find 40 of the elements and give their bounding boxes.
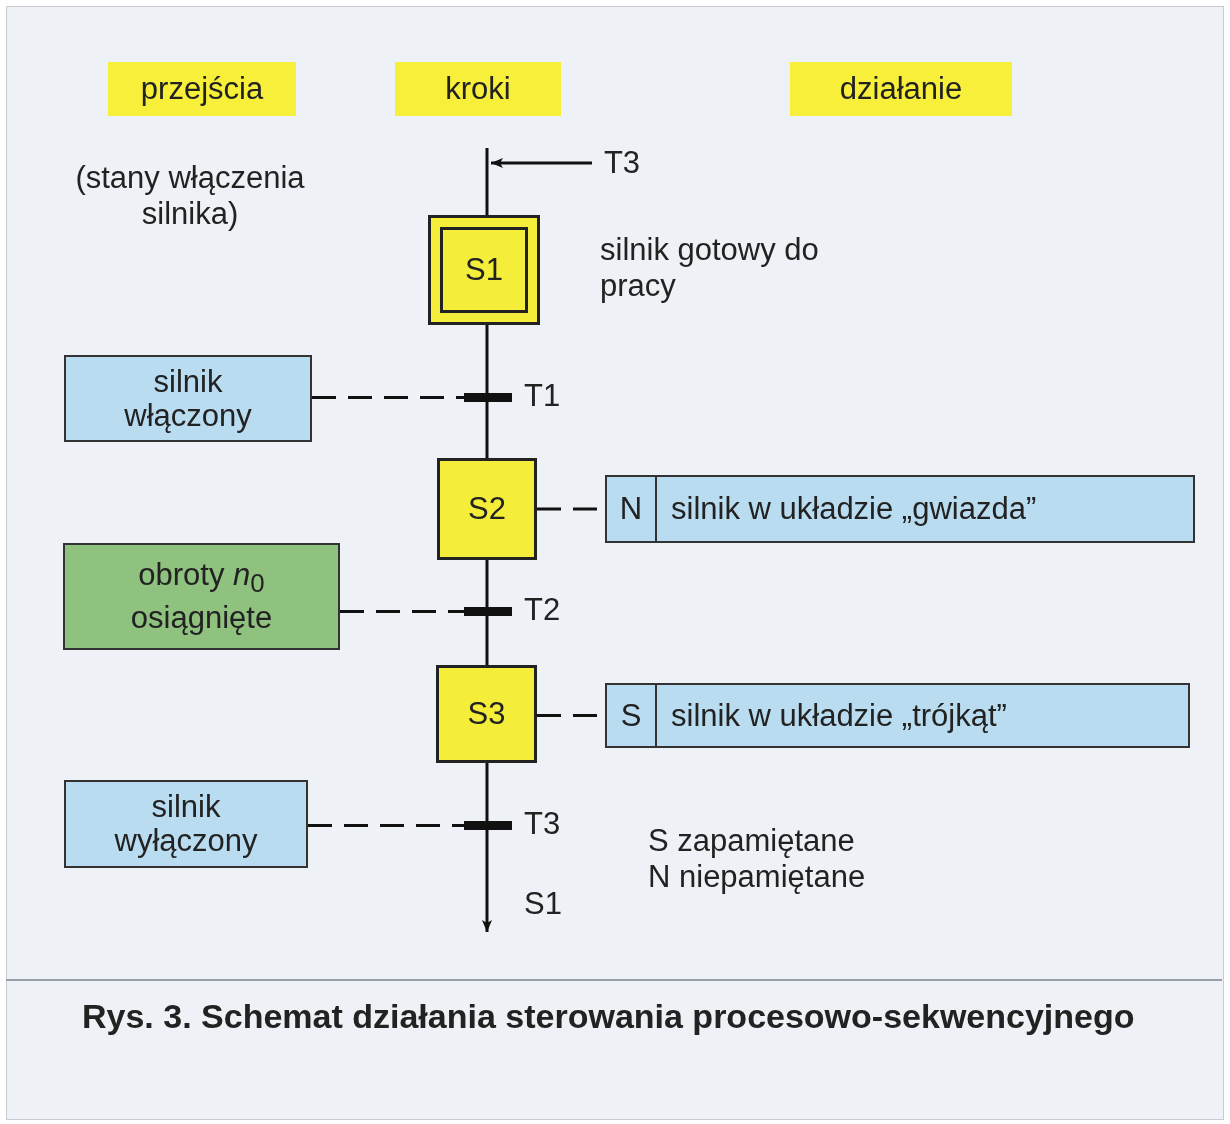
- step-box: S3: [436, 665, 537, 763]
- condition-box: obroty n$_{0}$ osiągnięte: [63, 543, 340, 650]
- transition-label: T2: [524, 592, 562, 628]
- step-box: S2: [437, 458, 537, 560]
- flow-line: [491, 158, 592, 168]
- flow-line: [485, 616, 489, 665]
- transition-bar: [464, 393, 512, 402]
- flow-line: [485, 325, 489, 393]
- dashed-link: [312, 396, 464, 399]
- figure-caption: Rys. 3. Schemat działania sterowania procesowo-sekwencyjnego: [82, 996, 1136, 1037]
- flow-line: [485, 763, 489, 821]
- dashed-link: [340, 610, 464, 613]
- column-header: kroki: [395, 62, 561, 116]
- flow-line: [485, 402, 489, 458]
- step-description: silnik gotowy do pracy: [600, 232, 820, 304]
- column-header: działanie: [790, 62, 1012, 116]
- step-label: S1: [440, 227, 528, 313]
- action-text: silnik w układzie „gwiazda”: [670, 490, 1037, 528]
- flow-line: [485, 148, 489, 215]
- action-text: silnik w układzie „trójkąt”: [670, 696, 1007, 735]
- transition-label: T3: [592, 140, 652, 186]
- flow-line: [482, 830, 492, 932]
- note-text: (stany włączenia silnika): [74, 160, 306, 232]
- column-header: przejścia: [108, 62, 296, 116]
- note-text: S zapamiętane: [648, 823, 856, 859]
- qualifier-cell: N: [607, 477, 657, 541]
- condition-box: silnik włączony: [64, 355, 312, 442]
- transition-label: T1: [524, 378, 562, 414]
- transition-bar: [464, 607, 512, 616]
- transition-bar: [464, 821, 512, 830]
- flow-line: [485, 560, 489, 607]
- condition-box: silnik wyłączony: [64, 780, 308, 868]
- action-box: [605, 683, 1190, 748]
- transition-label: T3: [524, 806, 562, 842]
- initial-step-box: [428, 215, 540, 325]
- note-text: N niepamiętane: [648, 859, 867, 895]
- note-text: S1: [524, 886, 563, 922]
- dashed-link: [308, 824, 464, 827]
- qualifier-cell: S: [607, 685, 657, 746]
- action-box: [605, 475, 1195, 543]
